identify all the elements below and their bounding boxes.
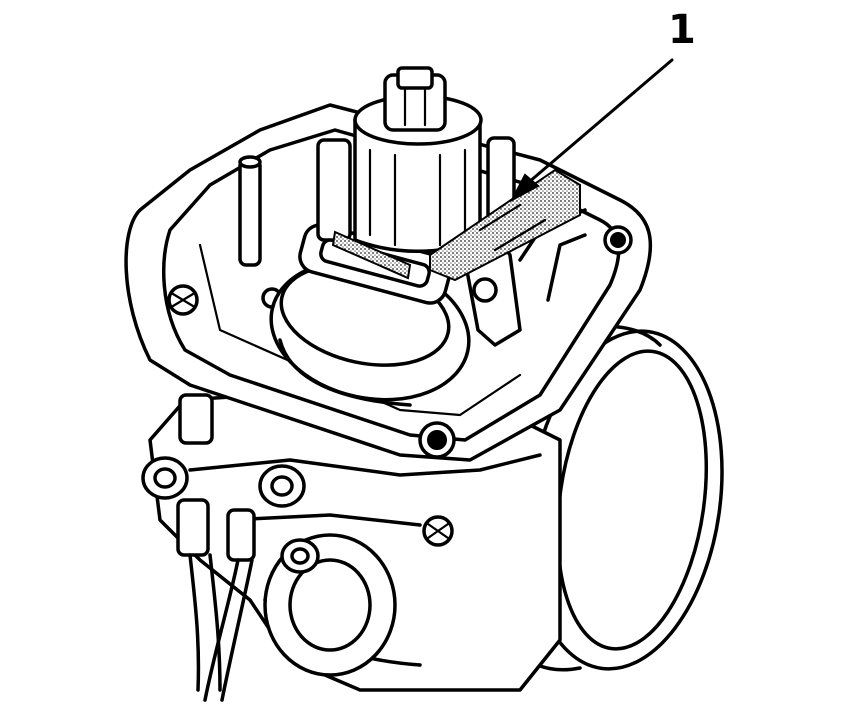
callout-1-leader — [509, 58, 674, 203]
mounting-stud — [238, 155, 262, 267]
carburetor-body — [148, 393, 562, 692]
body-screw — [422, 515, 454, 547]
slide-assembly — [316, 66, 516, 253]
fuel-fittings — [141, 393, 320, 574]
hoses — [188, 553, 254, 702]
callout-1-label: 1 — [668, 7, 696, 53]
jet-block — [331, 168, 581, 282]
